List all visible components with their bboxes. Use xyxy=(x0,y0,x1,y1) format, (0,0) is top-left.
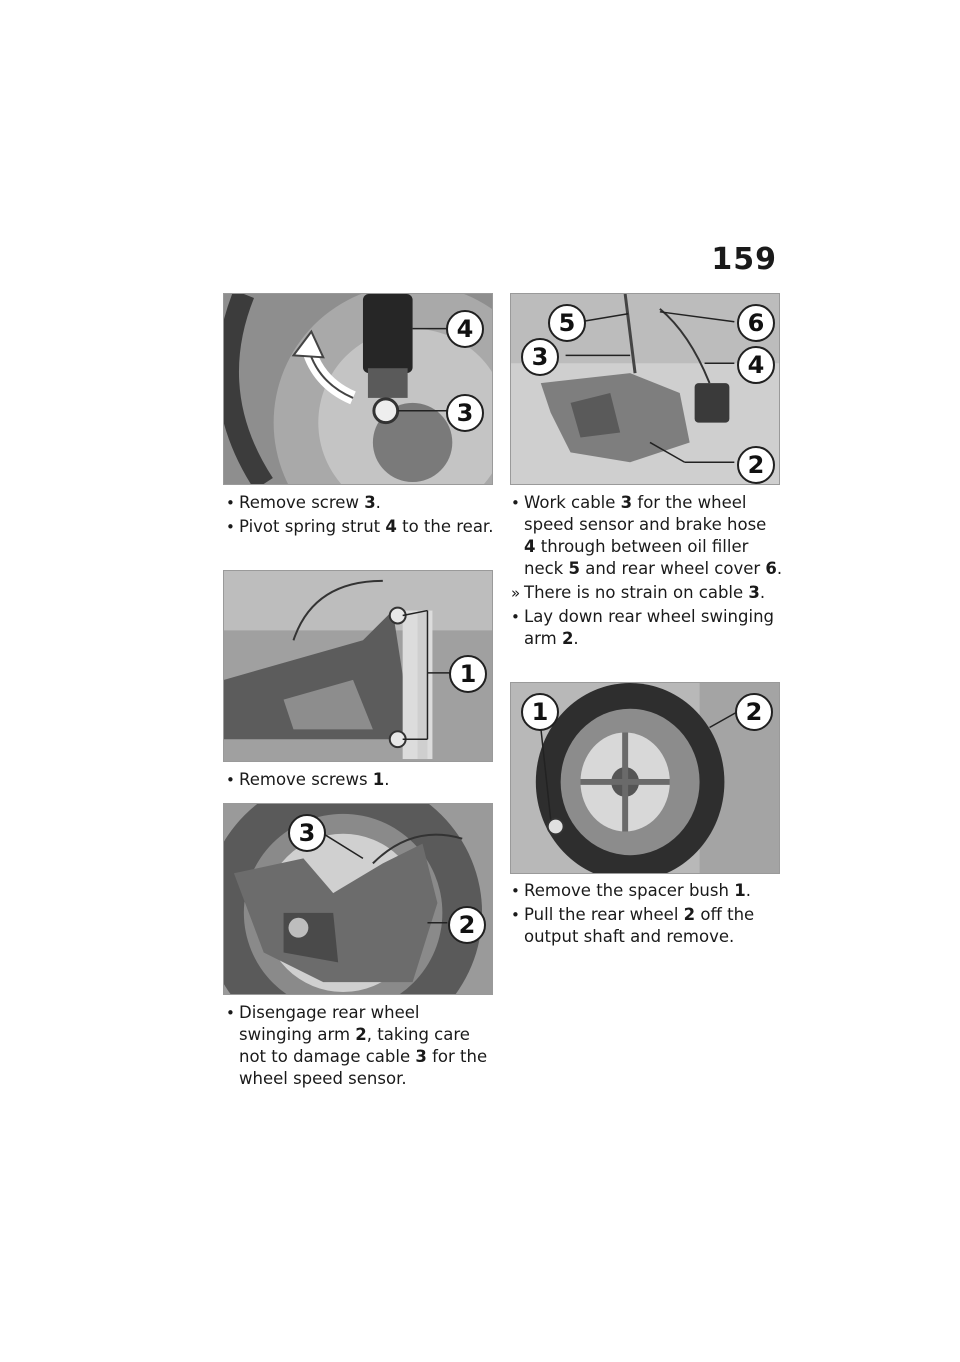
callout-2: 2 xyxy=(448,906,486,944)
callout-6: 6 xyxy=(737,304,775,342)
steps-fig2: •Remove screws 1. xyxy=(226,769,496,793)
rear-wheel-illustration xyxy=(511,683,779,873)
callout-5: 5 xyxy=(548,304,586,342)
figure-swinging-arm-screws: 1 xyxy=(223,570,493,762)
steps-fig4: •Work cable 3 for the wheel speed sensor… xyxy=(511,492,783,652)
callout-4: 4 xyxy=(446,310,484,348)
callout-3: 3 xyxy=(288,814,326,852)
disengage-arm-illustration xyxy=(224,804,492,994)
figure-disengage-arm: 3 2 xyxy=(223,803,493,995)
step-item: •Pull the rear wheel 2 off the output sh… xyxy=(511,905,755,946)
step-item: •Lay down rear wheel swinging arm 2. xyxy=(511,607,774,648)
result-item: »There is no strain on cable 3. xyxy=(511,583,766,602)
steps-fig3: •Disengage rear wheel swinging arm 2, ta… xyxy=(226,1002,496,1092)
cable-routing-illustration xyxy=(511,294,779,484)
callout-1: 1 xyxy=(449,655,487,693)
step-item: •Pivot spring strut 4 to the rear. xyxy=(226,517,494,536)
callout-1: 1 xyxy=(521,693,559,731)
step-item: •Work cable 3 for the wheel speed sensor… xyxy=(511,493,783,578)
swinging-arm-illustration xyxy=(224,571,492,761)
step-item: •Remove screws 1. xyxy=(226,770,390,789)
callout-2: 2 xyxy=(735,693,773,731)
step-item: •Remove screw 3. xyxy=(226,493,381,512)
figure-rear-wheel: 1 2 xyxy=(510,682,780,874)
step-item: •Disengage rear wheel swinging arm 2, ta… xyxy=(226,1003,488,1088)
callout-4: 4 xyxy=(737,346,775,384)
figure-cable-routing: 5 6 3 4 2 xyxy=(510,293,780,485)
steps-fig1: •Remove screw 3. •Pivot spring strut 4 t… xyxy=(226,492,496,540)
callout-3: 3 xyxy=(446,394,484,432)
step-item: •Remove the spacer bush 1. xyxy=(511,881,751,900)
steps-fig5: •Remove the spacer bush 1. •Pull the rea… xyxy=(511,880,783,950)
callout-2: 2 xyxy=(737,446,775,484)
figure-spring-strut: 4 3 xyxy=(223,293,493,485)
callout-3: 3 xyxy=(521,338,559,376)
page-number: 159 xyxy=(711,242,777,277)
